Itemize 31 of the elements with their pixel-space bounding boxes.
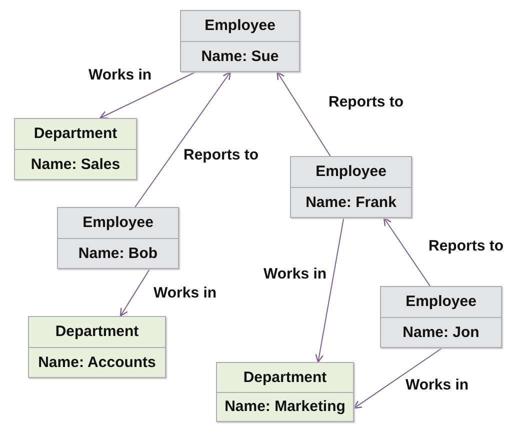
edge-label: Reports to xyxy=(326,94,406,110)
department-box xyxy=(216,362,354,422)
arrow xyxy=(353,348,443,409)
entity-title: Department xyxy=(54,322,140,342)
department-box xyxy=(28,316,166,378)
entity-attribute: Name: Bob xyxy=(58,238,178,268)
entity-title: Employee xyxy=(314,162,388,182)
department-box xyxy=(14,118,137,180)
entity-title: Employee xyxy=(204,16,276,36)
arrow xyxy=(120,268,150,317)
arrow xyxy=(315,218,344,363)
employee-box xyxy=(380,286,502,348)
entity-attribute: Name: Sales xyxy=(15,148,136,179)
arrow xyxy=(100,72,196,119)
entity-title: Department xyxy=(32,124,118,144)
employee-box xyxy=(57,207,179,269)
employee-box xyxy=(180,10,300,72)
entity-attribute: Name: Marketing xyxy=(217,392,353,421)
entity-attribute: Name: Jon xyxy=(381,316,501,347)
arrow xyxy=(383,217,431,286)
edge-label: Reports to xyxy=(426,238,506,254)
entity-title: Employee xyxy=(82,213,154,234)
edge-label: Reports to xyxy=(182,146,260,164)
arrow xyxy=(134,71,231,208)
entity-title: Department xyxy=(242,368,328,388)
entity-attribute: Name: Sue xyxy=(181,40,299,71)
entity-attribute: Name: Frank xyxy=(291,186,411,217)
entity-attribute: Name: Accounts xyxy=(29,346,165,377)
employee-box xyxy=(290,156,412,218)
entity-title: Employee xyxy=(404,292,478,312)
arrow xyxy=(276,71,331,156)
